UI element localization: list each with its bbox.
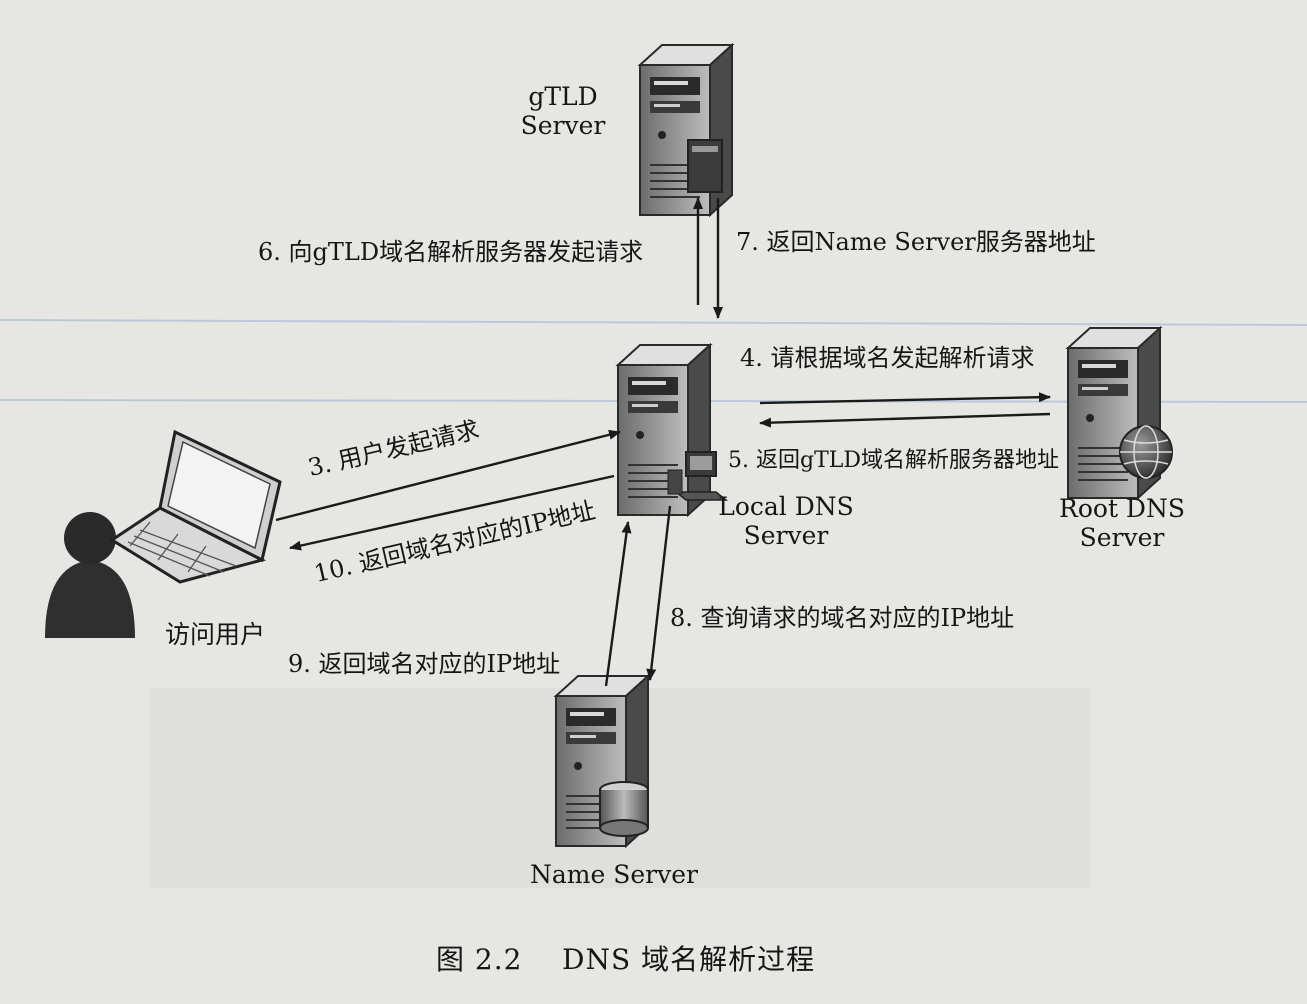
root-dns-server-label: Root DNS Server — [1052, 494, 1192, 552]
step-5-label: 5. 返回gTLD域名解析服务器地址 — [728, 442, 1059, 474]
local-dns-label-line1: Local DNS — [712, 492, 860, 521]
step-6-label: 6. 向gTLD域名解析服务器发起请求 — [258, 232, 643, 267]
name-server-label: Name Server — [530, 860, 698, 889]
local-dns-label-line2: Server — [712, 521, 860, 550]
step-8-label: 8. 查询请求的域名对应的IP地址 — [670, 598, 1014, 633]
step-7-label: 7. 返回Name Server服务器地址 — [736, 222, 1096, 257]
root-dns-server-icon — [1068, 328, 1172, 498]
gtld-server-icon — [640, 45, 732, 215]
step-9-label: 9. 返回域名对应的IP地址 — [288, 644, 560, 679]
gtld-server-label: gTLD Server — [518, 82, 608, 140]
user-label: 访问用户 — [150, 620, 280, 649]
gtld-server-label-line2: Server — [518, 111, 608, 140]
arrow-step-5 — [760, 414, 1050, 423]
name-server-icon — [556, 676, 648, 846]
local-dns-server-label: Local DNS Server — [712, 492, 860, 550]
user-person-icon — [45, 512, 135, 638]
arrow-step-9 — [606, 522, 628, 686]
laptop-icon — [112, 432, 280, 582]
root-dns-label-line2: Server — [1052, 523, 1192, 552]
local-dns-server-icon — [618, 345, 726, 515]
step-4-label: 4. 请根据域名发起解析请求 — [740, 338, 1035, 373]
gtld-server-label-line1: gTLD — [518, 82, 608, 111]
figure-caption: 图 2.2 DNS 域名解析过程 — [436, 938, 815, 978]
root-dns-label-line1: Root DNS — [1052, 494, 1192, 523]
arrow-step-8 — [650, 506, 670, 680]
